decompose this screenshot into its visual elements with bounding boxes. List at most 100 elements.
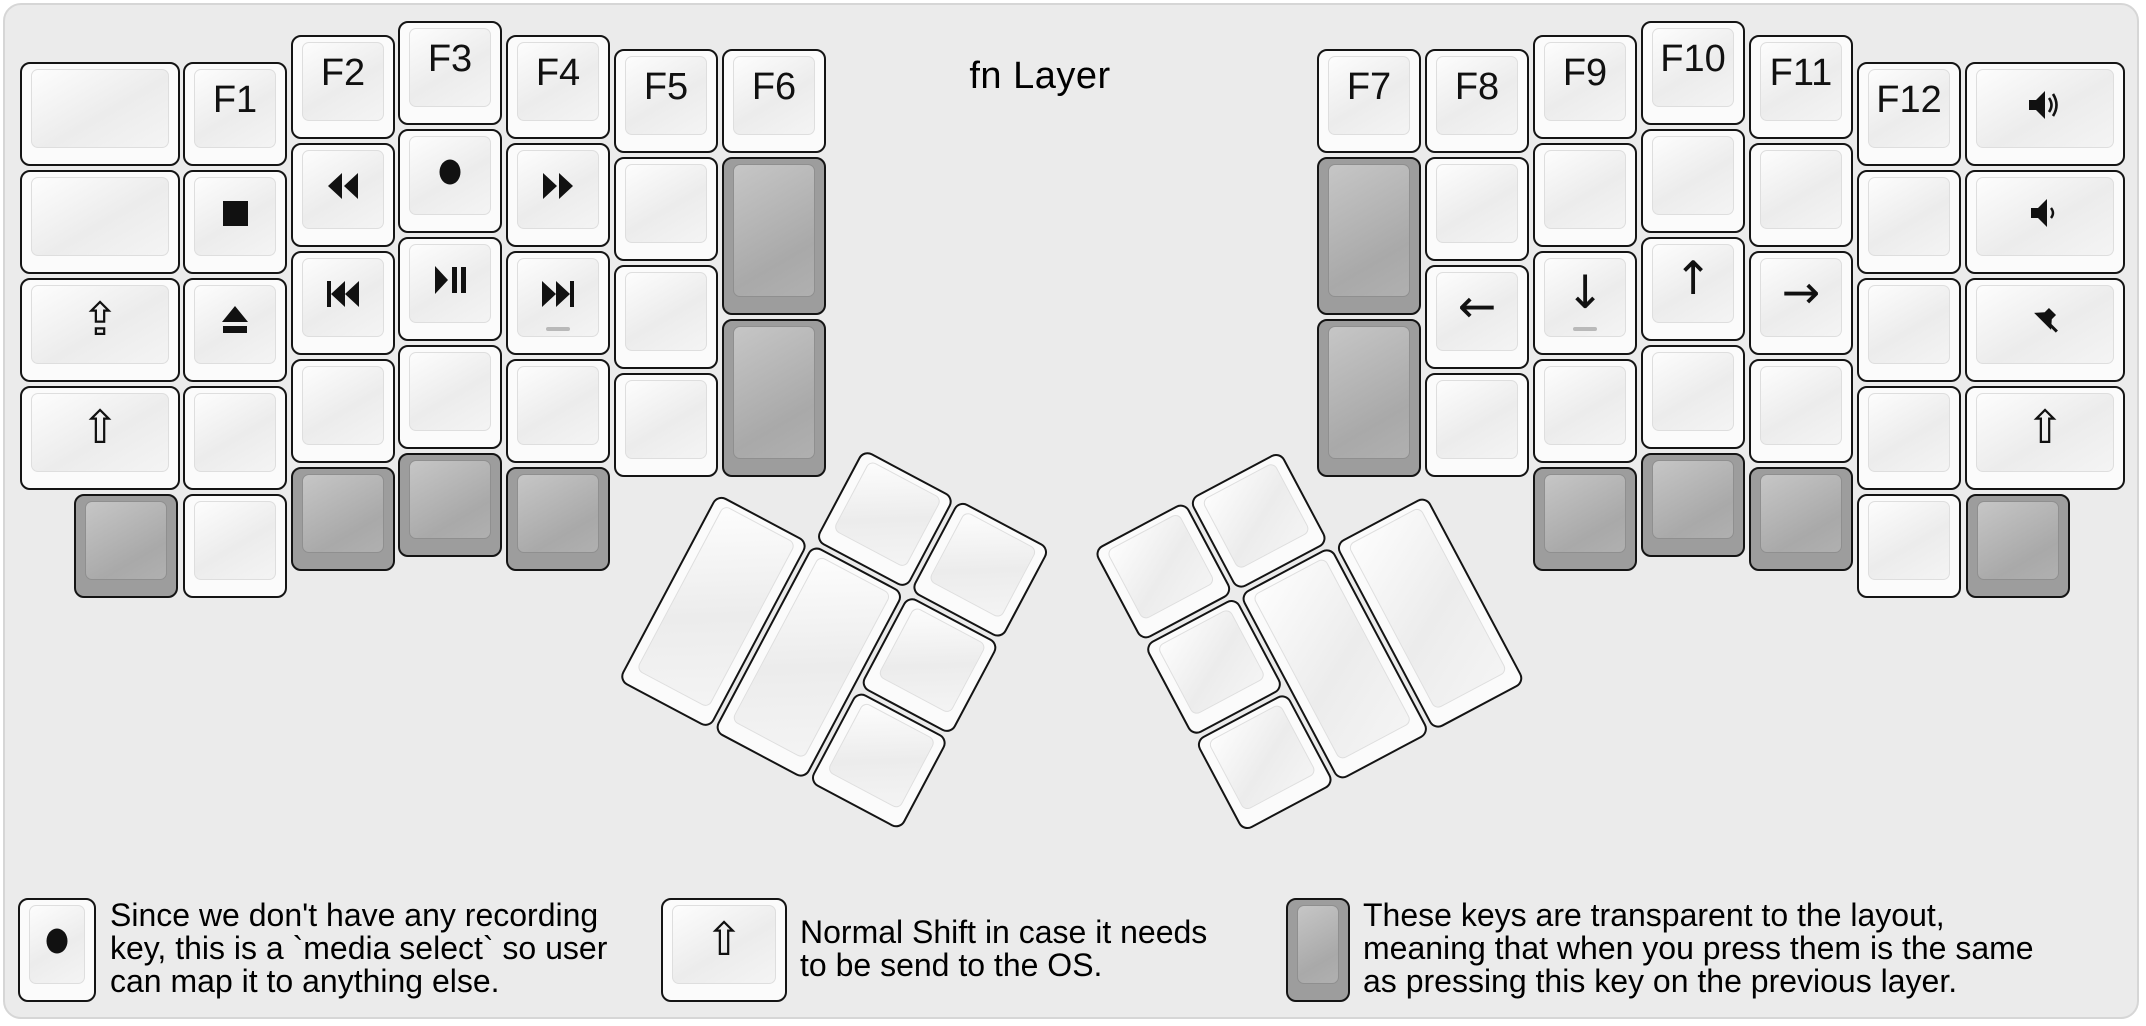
keycap-face xyxy=(1544,150,1626,229)
keycap-face: F6 xyxy=(733,56,815,135)
key-blank xyxy=(1857,494,1961,598)
key-blank xyxy=(506,359,610,463)
key-f2: F2 xyxy=(291,35,395,139)
key-blank xyxy=(1425,373,1529,477)
keycap-face xyxy=(1436,380,1518,459)
keycap-face xyxy=(1652,460,1734,539)
keycap-face xyxy=(302,366,384,445)
key-volume-up xyxy=(1965,62,2125,166)
homing-bar-icon xyxy=(546,327,570,331)
key-transparent xyxy=(1533,467,1637,571)
key-blank xyxy=(1749,359,1853,463)
keycap-face: F11 xyxy=(1760,42,1842,121)
key-label: F3 xyxy=(427,38,473,80)
key-label: F2 xyxy=(320,52,366,94)
key-transparent xyxy=(1317,157,1421,315)
keycap-face xyxy=(194,285,276,364)
key-blank xyxy=(1857,170,1961,274)
keycap-face xyxy=(194,501,276,580)
key-f6: F6 xyxy=(722,49,826,153)
volume-down-icon xyxy=(2025,193,2065,233)
keycap-face: F8 xyxy=(1436,56,1518,135)
key-blank xyxy=(614,373,718,477)
keycap-face xyxy=(302,258,384,337)
keycap-face xyxy=(625,164,707,243)
prev-track-icon xyxy=(323,274,363,314)
keycap-face: ⇧ xyxy=(1976,393,2114,472)
keycap-face xyxy=(1760,474,1842,553)
key-label: F12 xyxy=(1876,79,1942,121)
play-pause-icon xyxy=(430,260,470,300)
keycap-face xyxy=(625,272,707,351)
keycap-face: F1 xyxy=(194,69,276,148)
key-arrow-down: ↓ xyxy=(1533,251,1637,355)
key-transparent xyxy=(1317,319,1421,477)
key-blank xyxy=(1533,143,1637,247)
homing-bar-icon xyxy=(1573,327,1597,331)
legend-normal-shift-key-sample: ⇧ xyxy=(661,898,787,1002)
key-f11: F11 xyxy=(1749,35,1853,139)
keycap-face xyxy=(1760,366,1842,445)
key-blank xyxy=(614,265,718,369)
key-blank xyxy=(1641,129,1745,233)
key-f8: F8 xyxy=(1425,49,1529,153)
keycap-face xyxy=(733,326,815,459)
keycap-face: F4 xyxy=(517,42,599,121)
key-transparent xyxy=(506,467,610,571)
keycap-face xyxy=(409,460,491,539)
keycap-face xyxy=(517,150,599,229)
keycap-face xyxy=(625,380,707,459)
next-track-icon xyxy=(538,274,578,314)
key-blank xyxy=(183,494,287,598)
key-blank xyxy=(20,170,180,274)
key-shift: ⇧ xyxy=(1965,386,2125,490)
key-media-select xyxy=(398,129,502,233)
keycap-face: F10 xyxy=(1652,28,1734,107)
key-glyph: ⇧ xyxy=(80,399,120,454)
keycap-face: ← xyxy=(1436,272,1518,351)
key-arrow-up: ↑ xyxy=(1641,237,1745,341)
legend-normal-shift-text: Normal Shift in case it needs to be send… xyxy=(800,914,1208,983)
record-icon xyxy=(37,921,77,961)
keycap-face xyxy=(1976,177,2114,256)
layer-title: fn Layer xyxy=(969,55,1111,97)
key-transparent xyxy=(1966,494,2070,598)
key-blank xyxy=(291,359,395,463)
key-glyph: ⇧ xyxy=(2025,399,2065,454)
key-f1: F1 xyxy=(183,62,287,166)
keycap-face: F2 xyxy=(302,42,384,121)
key-label: F1 xyxy=(212,79,258,121)
keycap-face xyxy=(302,474,384,553)
rewind-icon xyxy=(323,166,363,206)
keycap-face: ⇪ xyxy=(31,285,169,364)
key-f3: F3 xyxy=(398,21,502,125)
key-label: F11 xyxy=(1769,52,1833,94)
key-label: F6 xyxy=(751,66,797,108)
volume-up-icon xyxy=(2025,85,2065,125)
keycap-face xyxy=(1868,285,1950,364)
keycap-face: ↓ xyxy=(1544,258,1626,337)
keycap-face xyxy=(409,136,491,215)
key-transparent xyxy=(1749,467,1853,571)
legend-transparent-keys-key-sample xyxy=(1286,898,1350,1002)
keycap-face xyxy=(194,393,276,472)
keycap-face xyxy=(409,244,491,323)
keycap-face xyxy=(1976,69,2114,148)
key-blank xyxy=(1641,345,1745,449)
key-f10: F10 xyxy=(1641,21,1745,125)
key-glyph: ↑ xyxy=(1673,250,1713,305)
keycap-face xyxy=(1977,501,2059,580)
key-mute xyxy=(1965,278,2125,382)
key-glyph: → xyxy=(1781,264,1821,319)
key-next-track xyxy=(506,251,610,355)
key-label: F4 xyxy=(535,52,581,94)
keycap-face xyxy=(31,69,169,148)
keycap-face xyxy=(85,501,167,580)
keycap-face xyxy=(1976,285,2114,364)
key-glyph: ← xyxy=(1457,278,1497,333)
key-caps-lock: ⇪ xyxy=(20,278,180,382)
keycap-face: ⇧ xyxy=(31,393,169,472)
keycap-face: F7 xyxy=(1328,56,1410,135)
legend-transparent-keys-text: These keys are transparent to the layout… xyxy=(1363,897,2034,999)
mute-icon xyxy=(2025,301,2065,341)
